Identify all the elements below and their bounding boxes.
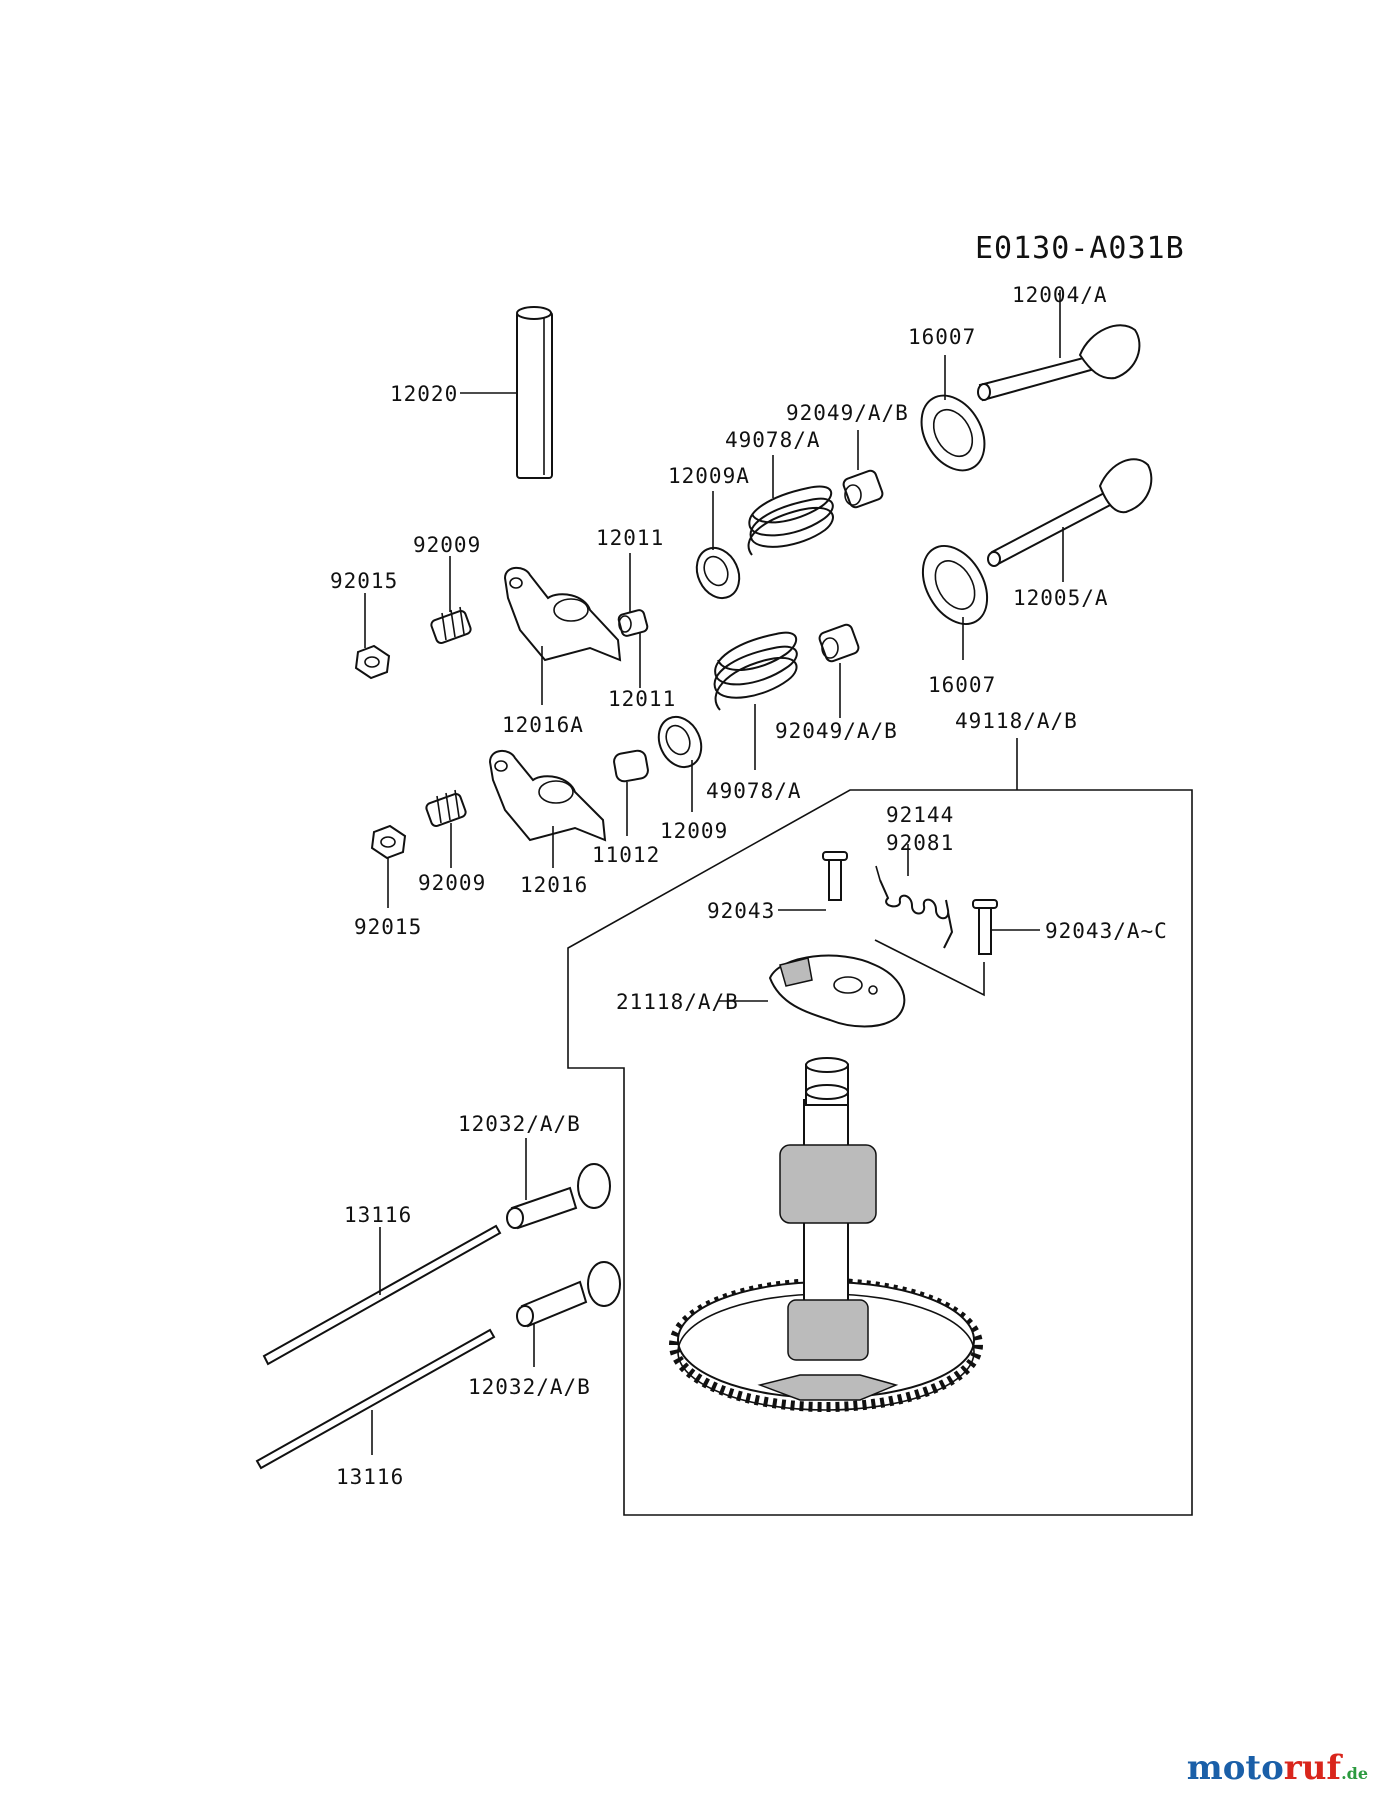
part-12032-tappet-lower	[516, 1261, 621, 1328]
part-12032-tappet-upper	[506, 1163, 611, 1230]
part-92043-pin	[822, 851, 848, 901]
label-92043: 92043	[707, 899, 775, 923]
part-92015-nut-lower	[370, 824, 407, 860]
label-92009-lower: 92009	[418, 871, 486, 895]
watermark-part2: ruf	[1283, 1748, 1342, 1788]
label-12016A: 12016A	[502, 713, 584, 737]
label-12032-lower: 12032/A/B	[468, 1375, 591, 1399]
part-92043-pin-alt	[972, 899, 998, 955]
part-12009-seat	[657, 715, 703, 769]
part-16007-retainer-lower	[921, 545, 989, 625]
label-11012: 11012	[592, 843, 660, 867]
label-21118: 21118/A/B	[616, 990, 739, 1014]
part-12016A-rocker-arm	[503, 566, 622, 662]
label-92081: 92081	[886, 831, 954, 855]
label-92049-upper: 92049/A/B	[786, 401, 909, 425]
part-92049-collet-lower	[818, 623, 860, 663]
label-13116-upper: 13116	[344, 1203, 412, 1227]
watermark-logo: motoruf.de	[1187, 1748, 1368, 1788]
watermark-suffix: .de	[1341, 1764, 1368, 1783]
part-92015-nut-upper	[354, 644, 391, 680]
part-92009-adjuster-lower	[425, 789, 467, 828]
label-49078-upper: 49078/A	[725, 428, 821, 452]
part-92144-spring	[875, 865, 954, 949]
label-12011-upper: 12011	[596, 526, 664, 550]
label-12032-upper: 12032/A/B	[458, 1112, 581, 1136]
part-camshaft-gear	[669, 1057, 983, 1412]
label-49118: 49118/A/B	[955, 709, 1078, 733]
label-92049-lower: 92049/A/B	[775, 719, 898, 743]
part-21118-weight	[768, 954, 906, 1028]
label-12011-lower: 12011	[608, 687, 676, 711]
label-12020: 12020	[390, 382, 458, 406]
part-12016-rocker-arm	[488, 750, 607, 842]
part-49078-spring-upper	[747, 485, 834, 556]
part-12009A-seat	[695, 546, 741, 600]
label-12016: 12016	[520, 873, 588, 897]
label-49078-lower: 49078/A	[706, 779, 802, 803]
part-16007-retainer-upper	[920, 394, 986, 472]
label-92043AC: 92043/A~C	[1045, 919, 1168, 943]
part-12011-collar-upper	[617, 609, 649, 637]
label-12009A: 12009A	[668, 464, 750, 488]
label-92009-upper: 92009	[413, 533, 481, 557]
part-92049-collet-upper	[842, 469, 884, 509]
label-92015-lower: 92015	[354, 915, 422, 939]
part-92009-adjuster-upper	[430, 606, 472, 645]
label-16007-lower: 16007	[928, 673, 996, 697]
label-13116-lower: 13116	[336, 1465, 404, 1489]
label-12009: 12009	[660, 819, 728, 843]
camshaft-assembly-frame	[567, 789, 1193, 1516]
label-92144: 92144	[886, 803, 954, 827]
diagram-code: E0130-A031B	[975, 231, 1185, 266]
part-49078-spring-lower	[713, 631, 798, 711]
label-12004A: 12004/A	[1012, 283, 1108, 307]
part-12004-valve	[977, 324, 1141, 402]
label-12005A: 12005/A	[1013, 586, 1109, 610]
part-13116-pushrod-lower	[255, 1328, 496, 1470]
watermark-part1: moto	[1186, 1748, 1284, 1788]
part-13116-pushrod-upper	[262, 1224, 502, 1366]
label-16007-upper: 16007	[908, 325, 976, 349]
part-11012-cap	[613, 749, 649, 783]
part-12005-valve	[987, 458, 1153, 567]
label-92015-upper: 92015	[330, 569, 398, 593]
part-12020-pin	[516, 306, 553, 479]
